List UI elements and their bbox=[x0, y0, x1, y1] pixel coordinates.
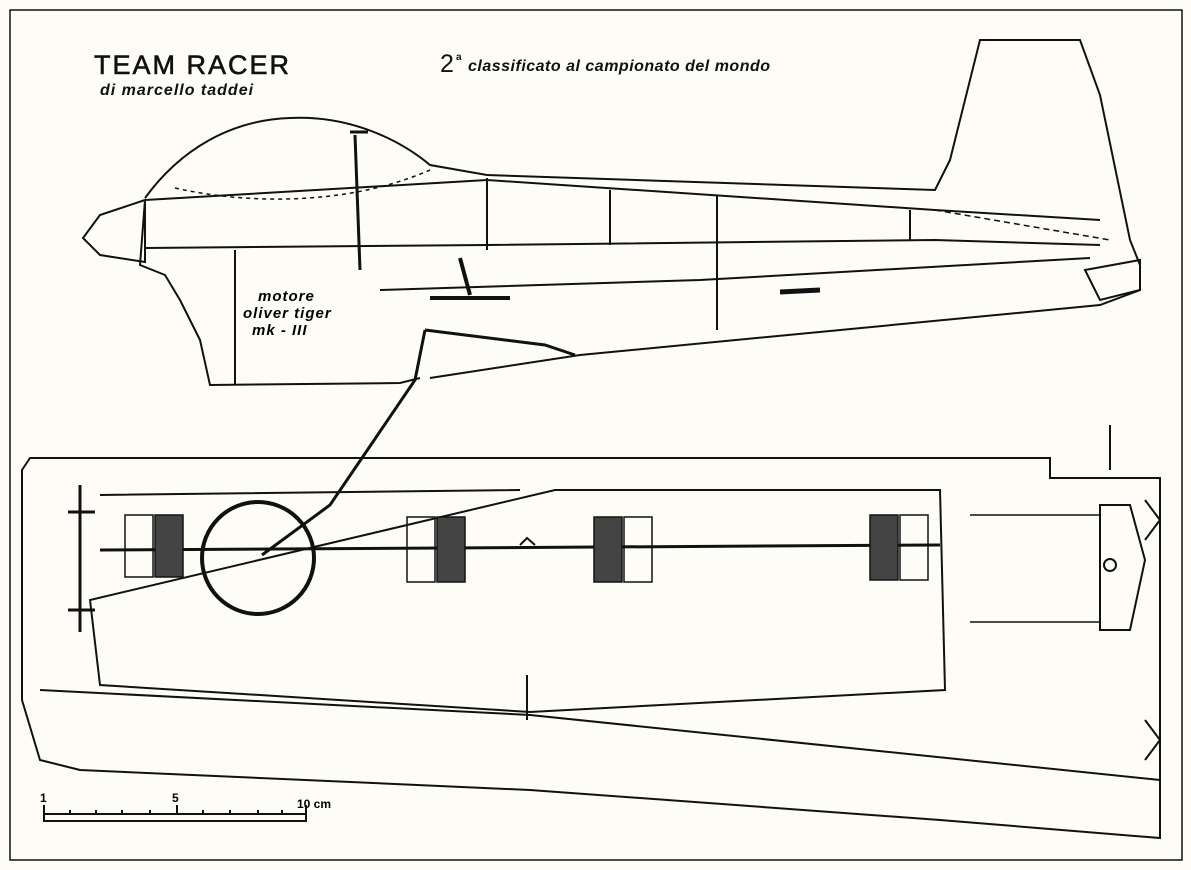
plan-view bbox=[21, 425, 1162, 840]
engine-label-line: mk - III bbox=[252, 322, 308, 339]
side-view bbox=[81, 39, 1141, 557]
trailing-line bbox=[39, 689, 1161, 781]
canopy-dash bbox=[174, 169, 431, 200]
placement-text: classificato al campionato del mondo bbox=[468, 58, 771, 75]
pivot-bolt bbox=[1103, 558, 1117, 572]
fuselage-outline bbox=[144, 39, 1141, 379]
fuel-filler bbox=[350, 130, 368, 271]
landing-skid bbox=[261, 328, 576, 557]
centerline-marks bbox=[526, 425, 1162, 761]
fuel-tank-circle bbox=[200, 500, 316, 616]
engine-label-line: oliver tiger bbox=[243, 305, 332, 322]
scale-label-middle: 5 bbox=[172, 791, 179, 805]
drawing-title: TEAM RACER bbox=[94, 50, 292, 81]
cowling-lower bbox=[138, 199, 421, 387]
control-lines bbox=[970, 514, 1100, 623]
placement-superscript: a bbox=[456, 52, 462, 63]
leadout-lines bbox=[99, 543, 941, 552]
bellcrank bbox=[430, 257, 510, 300]
wingtip-guide bbox=[68, 485, 95, 632]
drawing-author: di marcello taddei bbox=[100, 82, 255, 99]
scale-label-end: 10 cm bbox=[297, 797, 332, 811]
placement-number: 2 bbox=[440, 50, 454, 78]
spinner bbox=[81, 198, 146, 264]
tail-bellcrank bbox=[1099, 504, 1147, 631]
scale-bar bbox=[43, 805, 307, 822]
engine-label-line: motore bbox=[258, 288, 315, 305]
upper-longeron bbox=[144, 178, 1101, 221]
leadout-kink bbox=[519, 536, 536, 546]
leadout-pads bbox=[124, 514, 929, 583]
pushrod-guide bbox=[779, 287, 821, 295]
pushrod bbox=[379, 257, 1091, 291]
formers bbox=[234, 178, 911, 385]
scale-label-start: 1 bbox=[40, 791, 47, 805]
flap-outline bbox=[88, 489, 947, 714]
elevator bbox=[1083, 258, 1141, 302]
mid-longeron bbox=[144, 238, 1101, 249]
wing-outline bbox=[21, 457, 1161, 840]
sheet-border bbox=[9, 9, 1183, 861]
